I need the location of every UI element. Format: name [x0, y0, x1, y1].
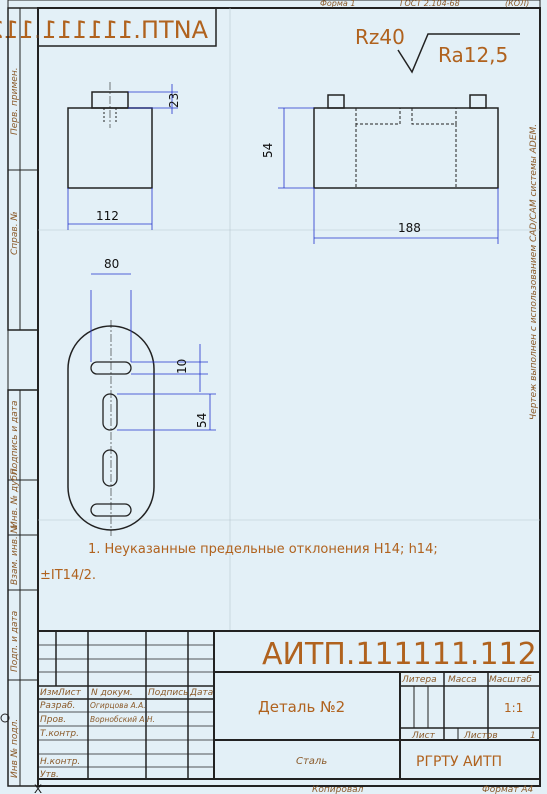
dim-188: 188 — [398, 221, 421, 235]
cad-note: Чертеж выполнен с использованием CAD/CAM… — [529, 124, 539, 420]
hdr-ndok: N докум. — [91, 688, 133, 698]
dim-54-side: 54 — [261, 143, 275, 158]
litera-label: Литера — [401, 675, 437, 685]
side-view: 54 188 — [261, 94, 499, 244]
dim-54-plan: 54 — [195, 413, 209, 428]
dim-112: 112 — [96, 209, 119, 223]
note-line-2: ±IT14/2. — [40, 568, 96, 583]
podp-data2-label: Подп. и дата — [10, 611, 20, 672]
roughness-rz: Rz40 — [355, 25, 405, 49]
perv-primen-label: Перв. примен. — [10, 67, 20, 135]
hdr-list: Лист — [57, 688, 82, 698]
prov-name: Ворнобский А.Н. — [90, 715, 155, 724]
dim-10: 10 — [175, 359, 189, 374]
listov-value: 1 — [530, 731, 536, 741]
form-label: Форма 1 — [320, 0, 355, 8]
row-utv: Утв. — [40, 770, 59, 780]
mirror-code: АИТП.111111.112 — [0, 16, 208, 44]
left-stamp-bottom — [7, 389, 39, 787]
cursor-marker-icon — [0, 713, 10, 723]
hdr-data: Дата — [189, 688, 213, 698]
scale-value: 1:1 — [504, 701, 523, 715]
hdr-podp: Подпись — [148, 688, 188, 698]
sprav-no-label: Справ. № — [10, 211, 20, 255]
front-view: 23 112 — [67, 82, 181, 230]
dim-80: 80 — [104, 257, 119, 271]
podp-data-label: Подпись и дата — [10, 400, 20, 475]
format-label: Формат А4 — [482, 785, 534, 794]
copy-label: Копировал — [312, 785, 364, 794]
row-prov: Пров. — [40, 715, 66, 725]
material: Сталь — [296, 756, 327, 767]
corner-label: (КОЛ) — [505, 0, 529, 8]
dim-23: 23 — [167, 93, 181, 108]
gost-label: ГОСТ 2.104-68 — [400, 0, 460, 8]
row-razrab: Разраб. — [40, 701, 75, 711]
inv-dubl-label: Инв. № дубл. — [10, 466, 20, 528]
vzam-inv-label: Взам. инв. № — [10, 524, 20, 585]
roughness-ra: Ra12,5 — [438, 43, 508, 67]
masshtab-label: Масштаб — [489, 675, 532, 685]
cursor-cross: X — [34, 782, 42, 794]
row-nkontr: Н.контр. — [40, 757, 80, 767]
inv-podl-label: Инв № подл. — [10, 719, 20, 778]
title-block: Изм. Лист N докум. Подпись Дата Разраб. … — [37, 630, 541, 780]
left-stamp-top — [7, 7, 39, 331]
roughness-sign-icon — [397, 33, 520, 74]
list-label: Лист — [411, 731, 436, 741]
listov-label: Листов — [463, 731, 498, 741]
org-name: РГРТУ АИТП — [416, 754, 502, 770]
hdr-izm: Изм. — [40, 688, 61, 698]
designation: АИТП.111111.112 — [262, 637, 537, 672]
massa-label: Масса — [448, 675, 477, 685]
part-name: Деталь №2 — [258, 698, 345, 716]
plan-view: 80 10 54 — [67, 257, 216, 536]
razrab-name: Огирцова А.А. — [90, 701, 146, 710]
note-line-1: 1. Неуказанные предельные отклонения Н14… — [88, 542, 438, 557]
row-tkontr: Т.контр. — [40, 729, 79, 739]
